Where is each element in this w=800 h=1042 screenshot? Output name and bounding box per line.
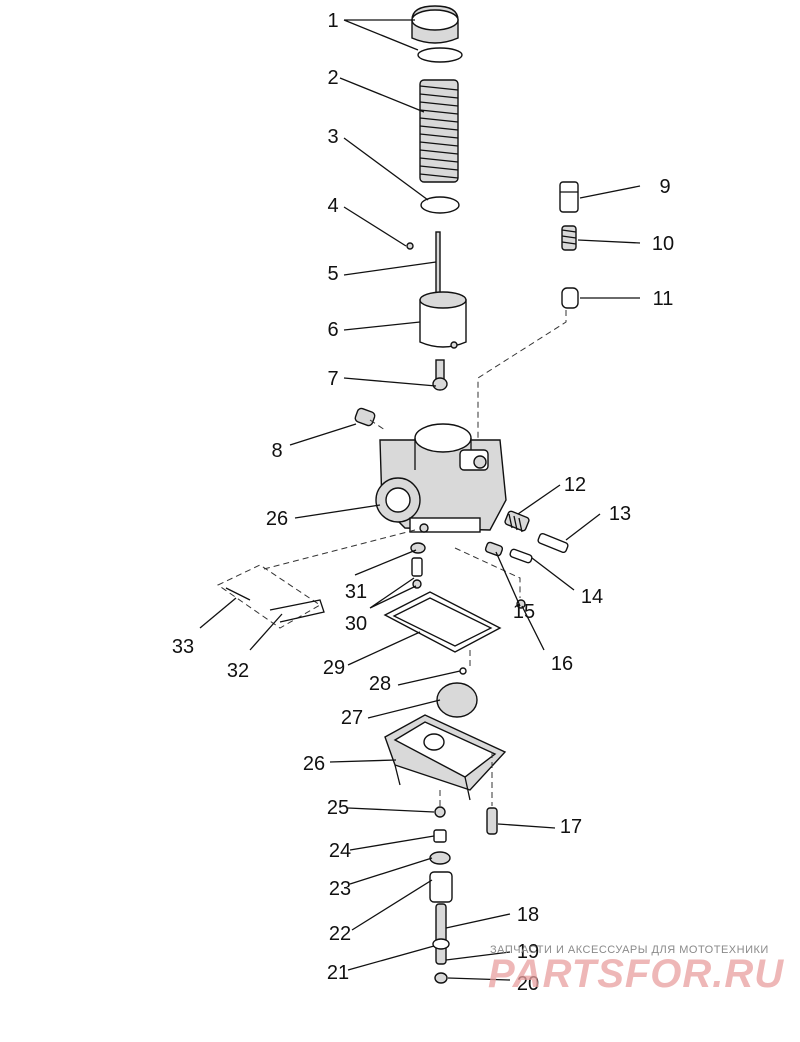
part-idle-screw [504,510,569,554]
callout-10: 10 [652,233,674,255]
callout-16: 16 [551,653,573,675]
part-plug [354,407,376,427]
callout-14: 14 [581,586,603,608]
part-retainer [420,196,460,214]
callout-21: 21 [327,962,349,984]
callout-32: 32 [227,660,249,682]
callout-5: 5 [327,263,338,285]
callout-28: 28 [369,673,391,695]
callout-26-body: 26 [266,508,288,530]
part-clip [406,242,414,250]
callout-27: 27 [341,707,363,729]
callout-8: 8 [271,440,282,462]
callout-25: 25 [327,797,349,819]
part-bowl-gasket [383,591,502,653]
watermark-logo: PARTSFOR.RU [488,952,785,996]
callout-6: 6 [327,319,338,341]
part-spring [419,79,459,183]
part-carburetor-body [375,423,507,533]
watermark-caption: ЗАПЧАСТИ И АКСЕССУАРЫ ДЛЯ МОТОТЕХНИКИ [490,944,769,956]
callout-4: 4 [327,195,338,217]
part-float-bowl [384,714,507,801]
callout-31: 31 [345,581,367,603]
part-fitting-group [559,181,579,309]
part-plate [217,564,325,629]
callout-22: 22 [329,923,351,945]
assembly-lines [259,310,567,806]
callout-2: 2 [327,67,338,89]
part-needle-jet [432,359,448,391]
callout-12: 12 [564,474,586,496]
callout-15: 15 [513,601,535,623]
part-17-screw [486,807,498,835]
part-28-pin [459,667,467,675]
part-16-oring [516,599,526,609]
part-main-jet-stack [429,806,453,984]
callout-11: 11 [653,288,674,310]
part-cap [411,5,463,63]
callout-17: 17 [560,816,582,838]
part-needle [435,231,441,295]
part-throttle-slide [419,291,467,349]
callout-20: 20 [517,973,539,995]
callout-30: 30 [345,613,367,635]
callout-9: 9 [659,176,670,198]
callout-19: 19 [517,941,539,963]
callout-3: 3 [327,126,338,148]
part-pilot-screw [484,541,533,564]
leader-lines [199,19,641,981]
callout-7: 7 [327,368,338,390]
callout-33: 33 [172,636,194,658]
callout-24: 24 [329,840,351,862]
callout-1: 1 [327,10,338,32]
callout-18: 18 [517,904,539,926]
callout-23: 23 [329,878,351,900]
callout-labels: 1 2 3 4 5 6 7 8 9 10 11 12 13 14 15 16 1… [172,10,674,995]
part-jets-30-31 [410,542,426,589]
callout-13: 13 [609,503,631,525]
part-float [436,682,478,718]
callout-26-bowl: 26 [303,753,325,775]
callout-29: 29 [323,657,345,679]
